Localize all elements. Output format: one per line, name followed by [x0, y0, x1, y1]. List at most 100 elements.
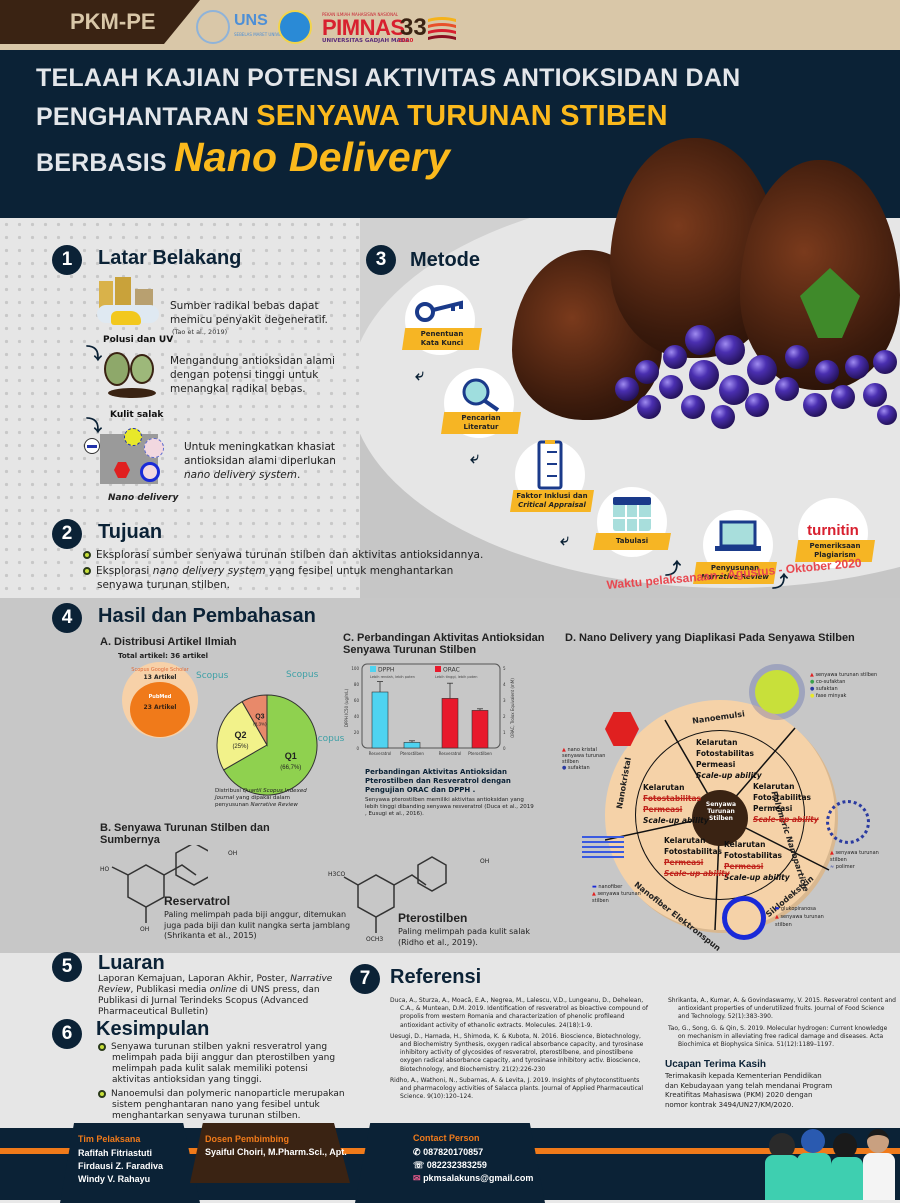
- nanoemulsion-droplet-icon: [755, 670, 799, 714]
- cyclodextrin-icon: [722, 896, 766, 940]
- pie-label-q1: Q1: [285, 751, 297, 761]
- contact-whatsapp[interactable]: ☏ 082232383259: [413, 1159, 487, 1172]
- legend-item: ⬬ glukopiranosa: [775, 906, 816, 912]
- step-label-line2: Literatur: [463, 423, 499, 431]
- phone-icon: ✆: [413, 1147, 421, 1157]
- section-number-1: 1: [52, 245, 82, 275]
- legend-item: ● fase minyak: [810, 693, 847, 699]
- reference-item: Ridho, A., Wathoni, N., Subarnas, A. & L…: [390, 1076, 644, 1101]
- quartile-pie-chart: Q1(66,7%)Q2(25%)Q3(8,3%): [216, 694, 318, 796]
- total-articles: Total artikel: 36 artikel: [118, 652, 209, 660]
- legend-text: senyawa turunan stilben: [830, 850, 879, 863]
- pterostilbene-och3: OCH3: [366, 936, 384, 943]
- magnifier-icon: [462, 378, 500, 412]
- tujuan-item-text: Eksplorasi sumber senyawa turunan stilbe…: [96, 549, 484, 561]
- tim-title: Tim Pelaksana: [78, 1134, 141, 1144]
- tim-member: Rafifah Fitriastuti: [78, 1148, 153, 1158]
- latar-cite-1: (Tao et al., 2019): [172, 328, 228, 336]
- curved-arrow-icon: ⤵: [86, 344, 103, 363]
- bottom-panel: [0, 953, 900, 1128]
- prop-scale-up: Scale-up ability: [696, 771, 762, 780]
- polymeric-nanoparticle-icon: [826, 800, 870, 844]
- nano-delivery-icon: [84, 424, 174, 490]
- prop-scale-up: Scale-up ability: [643, 816, 709, 825]
- kulit-salak-label: Kulit salak: [110, 410, 164, 420]
- pimnas-tagline: PEKAN ILMIAH MAHASISWA NASIONAL: [322, 12, 399, 17]
- contact-phone[interactable]: ✆ 087820170857: [413, 1146, 483, 1159]
- prop-scale-up: Scale-up ability: [753, 815, 819, 824]
- scopus-label-q3: Scopus: [286, 670, 319, 680]
- legend-nanofiber: ▬ nanofiber ▲ senyawa turunan stilben: [592, 884, 652, 905]
- legend-item: ● co-sufaktan: [810, 679, 846, 685]
- step-label-line2: Narrative Review: [701, 573, 769, 581]
- referensi-title: Referensi: [390, 966, 482, 988]
- pterostilbene-structure-icon: [343, 856, 447, 933]
- title-nano-delivery: Nano Delivery: [173, 134, 450, 180]
- luaran-text-e: di UNS press, dan Publikasi di Jurnal Te…: [98, 985, 320, 1017]
- y-tick-left: 20: [354, 730, 360, 735]
- c-summary-text: Senyawa pterostilben memiliki aktivitas …: [365, 797, 534, 817]
- curved-arrow-icon: ⤶: [560, 530, 569, 549]
- tujuan-item: Eksplorasi sumber senyawa turunan stilbe…: [83, 548, 543, 562]
- latar-text-3-prefix: Untuk meningkatkan khasiat antioksidan a…: [184, 441, 336, 467]
- pie-caption-italic: Quartil Scopus Indexed Journal: [215, 788, 307, 801]
- legend-item: ▲ nano kristal senyawa turunan stilben: [562, 747, 606, 765]
- legend-text: co-sufaktan: [815, 679, 846, 685]
- pterostilbene-desc: Paling melimpah pada kulit salak (Ridho …: [398, 927, 530, 947]
- laptop-icon: [715, 520, 761, 551]
- pkm-badge-tab: [0, 0, 200, 44]
- reference-item: Tao, G., Song, G. & Qin, S. 2019. Molecu…: [668, 1024, 888, 1049]
- x-tick-label: Resveratrol: [369, 751, 392, 756]
- y-tick-right: 0: [503, 746, 506, 751]
- pie-percent-q3: (8,3%): [253, 721, 267, 726]
- pie-label-q2: Q2: [234, 730, 246, 740]
- tujuan-title: Tujuan: [98, 521, 163, 543]
- venn-outer-count: 13 Artikel: [143, 674, 177, 681]
- legend-item: ▬ nanofiber: [592, 884, 623, 890]
- y-tick-left: 80: [354, 682, 360, 687]
- curved-arrow-icon: ⤴: [665, 559, 682, 578]
- legend-text: sufaktan: [815, 686, 838, 692]
- whatsapp-number: 082232383259: [426, 1160, 487, 1170]
- step-label: Pemeriksaan Plagiarism: [795, 540, 875, 562]
- contact-email[interactable]: ✉ pkmsalakuns@gmail.com: [413, 1172, 533, 1185]
- segment-nanoemulsi: Kelarutan Fotostabilitas Permeasi Scale-…: [696, 737, 762, 781]
- reference-item: Duca, A., Sturza, A., Moacă, E.A., Negre…: [390, 997, 648, 1029]
- latar-text-1: Sumber radikal bebas dapat memicu penyak…: [170, 300, 328, 326]
- legend-item: ▲ senyawa turunan stilben: [810, 672, 878, 678]
- y-tick-left: 100: [351, 666, 359, 671]
- y-tick-right: 4: [503, 682, 506, 687]
- legend-text: nano kristal senyawa turunan stilben: [562, 747, 606, 765]
- pie-label-q3: Q3: [255, 713, 264, 720]
- prop-kelarutan: Kelarutan: [753, 782, 795, 791]
- footer-tab-tim: [60, 1123, 200, 1203]
- venn-inner-circle: [130, 682, 190, 737]
- step-label-line1: Penentuan: [420, 330, 464, 338]
- bullet-icon: [83, 567, 91, 575]
- y-tick-right: 3: [503, 698, 506, 703]
- hasil-title: Hasil dan Pembahasan: [98, 605, 316, 627]
- bullet-icon: [98, 1089, 106, 1098]
- title-line-2-prefix: PENGHANTARAN: [36, 103, 250, 131]
- whatsapp-icon: ☏: [413, 1160, 425, 1170]
- legend-polymeric: ▲ senyawa turunan stilben ≈ polimer: [830, 850, 895, 871]
- dosen-title: Dosen Pembimbing: [205, 1134, 290, 1144]
- venn-inner-source: PubMed: [148, 694, 172, 700]
- prop-permeasi: Permeasi: [724, 862, 764, 871]
- clipboard-icon: [537, 440, 563, 490]
- curved-arrow-icon: ⤵: [86, 416, 103, 435]
- pterostilbene-oh: OH: [480, 858, 490, 865]
- title-accent: SENYAWA TURUNAN STIBEN: [256, 100, 668, 132]
- tujuan-item: Eksplorasi nano delivery system yang fes…: [83, 564, 463, 592]
- x-tick-label: Resveratrol: [439, 751, 462, 756]
- step-label: Pencarian Literatur: [441, 412, 521, 434]
- pimnas-stripes-icon: [428, 17, 456, 40]
- tim-member: Firdausi Z. Faradiva: [78, 1161, 164, 1171]
- y-tick-left: 60: [354, 698, 360, 703]
- nanocrystal-icon: [605, 712, 639, 746]
- uns-seal-icon: [196, 10, 230, 44]
- tujuan-item-italic: nano delivery system: [152, 565, 266, 577]
- pimnas-logo: PIMNAS: [322, 15, 405, 40]
- kesimpulan-item: Senyawa turunan stilben yakni resveratro…: [98, 1042, 348, 1086]
- pterostilbene-name: Pterostilben: [398, 911, 468, 925]
